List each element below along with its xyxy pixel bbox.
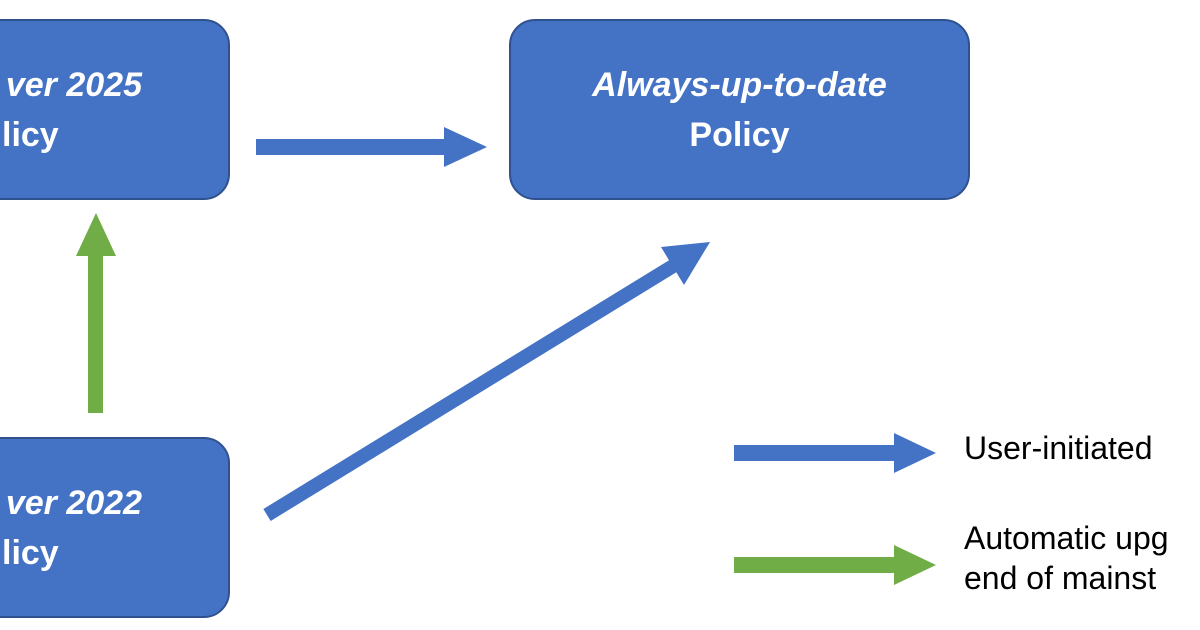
legend-automatic-label: Automatic upg end of mainst (964, 518, 1169, 598)
legend-user-initiated-label: User-initiated (964, 430, 1153, 466)
server-2025-title: ver 2025 (5, 65, 142, 104)
arrow-2022-to-2025 (76, 213, 116, 413)
server-2025-policy-box: ver 2025 licy (0, 19, 230, 200)
always-up-to-date-policy-box: Always-up-to-date Policy (509, 19, 970, 200)
server-2022-subtitle: licy (2, 533, 59, 572)
server-2025-subtitle: licy (2, 115, 59, 154)
legend-blue-arrow (734, 433, 936, 473)
legend-automatic-line2: end of mainst (964, 560, 1157, 596)
always-up-to-date-subtitle: Policy (689, 115, 790, 154)
arrow-2022-to-always (263, 242, 710, 521)
legend-automatic-line1: Automatic upg (964, 520, 1169, 556)
always-up-to-date-title: Always-up-to-date (592, 65, 887, 104)
legend-green-arrow (734, 545, 936, 585)
arrow-2025-to-always (256, 127, 487, 167)
server-2022-title: ver 2022 (5, 483, 142, 522)
server-2022-policy-box: ver 2022 licy (0, 437, 230, 618)
